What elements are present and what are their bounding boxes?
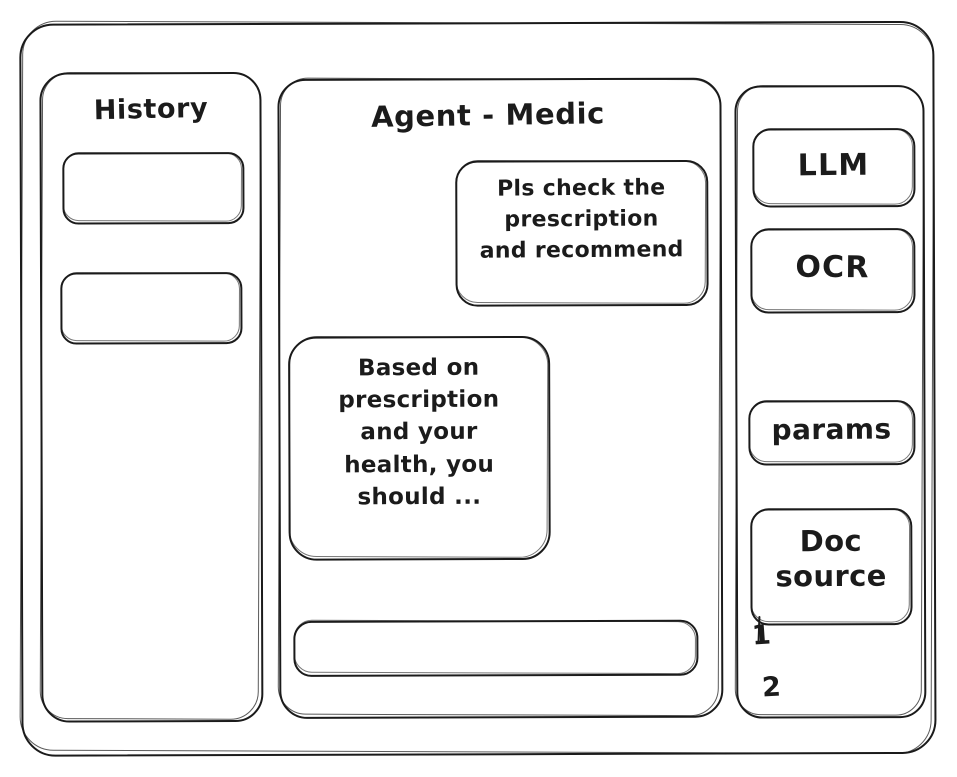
user-message-bubble: Pls check the prescription and recommend bbox=[455, 160, 708, 306]
assistant-message-bubble: Based on prescription and your health, y… bbox=[288, 336, 550, 560]
user-message-text: Pls check the prescription and recommend bbox=[479, 175, 684, 264]
tool-button-ocr[interactable]: OCR bbox=[750, 228, 915, 313]
tool-button-params[interactable]: params bbox=[748, 400, 915, 465]
tool-button-doc-source[interactable]: Doc source bbox=[750, 508, 912, 625]
agent-chat-title: Agent - Medic bbox=[370, 96, 606, 134]
history-item-1[interactable] bbox=[62, 152, 244, 224]
history-item-2[interactable] bbox=[60, 272, 242, 344]
assistant-message-text: Based on prescription and your health, y… bbox=[338, 354, 500, 511]
history-panel-title: History bbox=[93, 92, 209, 127]
tool-button-llm-label: LLM bbox=[797, 147, 870, 184]
tool-button-llm[interactable]: LLM bbox=[752, 128, 915, 207]
tool-button-ocr-label: OCR bbox=[795, 249, 870, 286]
doc-source-list-item-2[interactable]: 2 bbox=[761, 671, 782, 704]
tool-button-doc-source-label: Doc source bbox=[775, 523, 887, 594]
message-input[interactable] bbox=[293, 620, 698, 676]
doc-source-list-item-1[interactable]: 1 bbox=[750, 619, 772, 652]
tool-button-params-label: params bbox=[771, 412, 892, 447]
